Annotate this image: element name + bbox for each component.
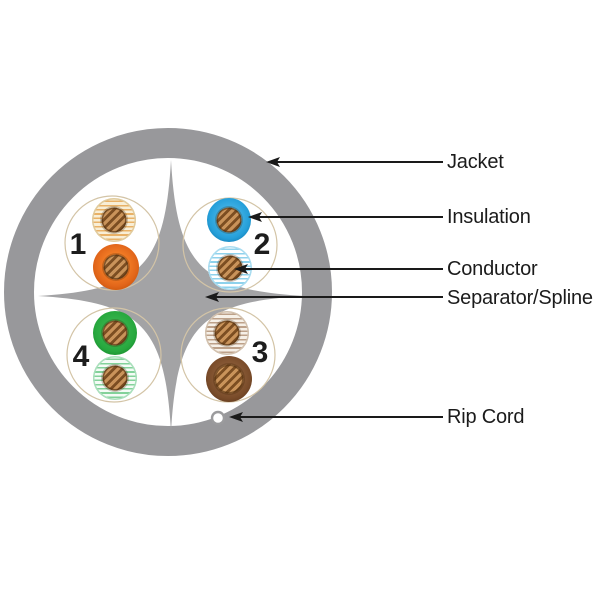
conductor-white-brown <box>214 320 240 346</box>
rip-cord-circle <box>210 410 226 426</box>
jacket-ring <box>4 128 332 456</box>
rip-cord-label: Rip Cord <box>447 406 525 428</box>
separator-callout-arrow <box>205 292 443 302</box>
separator-arrowhead-icon <box>205 292 219 302</box>
insulation-arrowhead-icon <box>248 212 262 222</box>
pair-3-outline <box>180 307 276 403</box>
separator-spline-label: Separator/Spline <box>447 287 593 309</box>
rip-cord-arrowhead-icon <box>229 412 243 422</box>
pair-1-outline <box>64 195 160 291</box>
wire-white-brown <box>205 311 249 355</box>
wire-orange <box>93 244 139 290</box>
wire-blue <box>207 198 251 242</box>
rip-cord-callout-arrow <box>229 412 443 422</box>
jacket-callout-arrow <box>266 157 443 167</box>
pair-4-outline <box>66 307 162 403</box>
conductor-arrowhead-icon <box>234 264 248 274</box>
wire-brown <box>206 356 252 402</box>
pair-4-number: 4 <box>72 340 90 373</box>
conductor-brown <box>214 364 244 394</box>
pair-3-number: 3 <box>251 336 269 369</box>
wire-white-green <box>93 356 137 400</box>
wire-white-orange <box>92 198 136 242</box>
conductor-blue <box>216 207 242 233</box>
jacket-arrowhead-icon <box>266 157 280 167</box>
pair-1-number: 1 <box>69 228 87 261</box>
conductor-white-green <box>102 365 128 391</box>
insulation-callout-arrow <box>248 212 443 222</box>
conductor-green <box>102 320 128 346</box>
pair-2-number: 2 <box>253 228 271 261</box>
conductor-callout-arrow <box>234 264 443 274</box>
conductor-orange <box>103 254 129 280</box>
insulation-label: Insulation <box>447 206 531 228</box>
wire-green <box>93 311 137 355</box>
jacket-label: Jacket <box>447 151 504 173</box>
conductor-white-orange <box>101 207 127 233</box>
separator-spline-cross <box>38 160 304 432</box>
conductor-label: Conductor <box>447 258 538 280</box>
